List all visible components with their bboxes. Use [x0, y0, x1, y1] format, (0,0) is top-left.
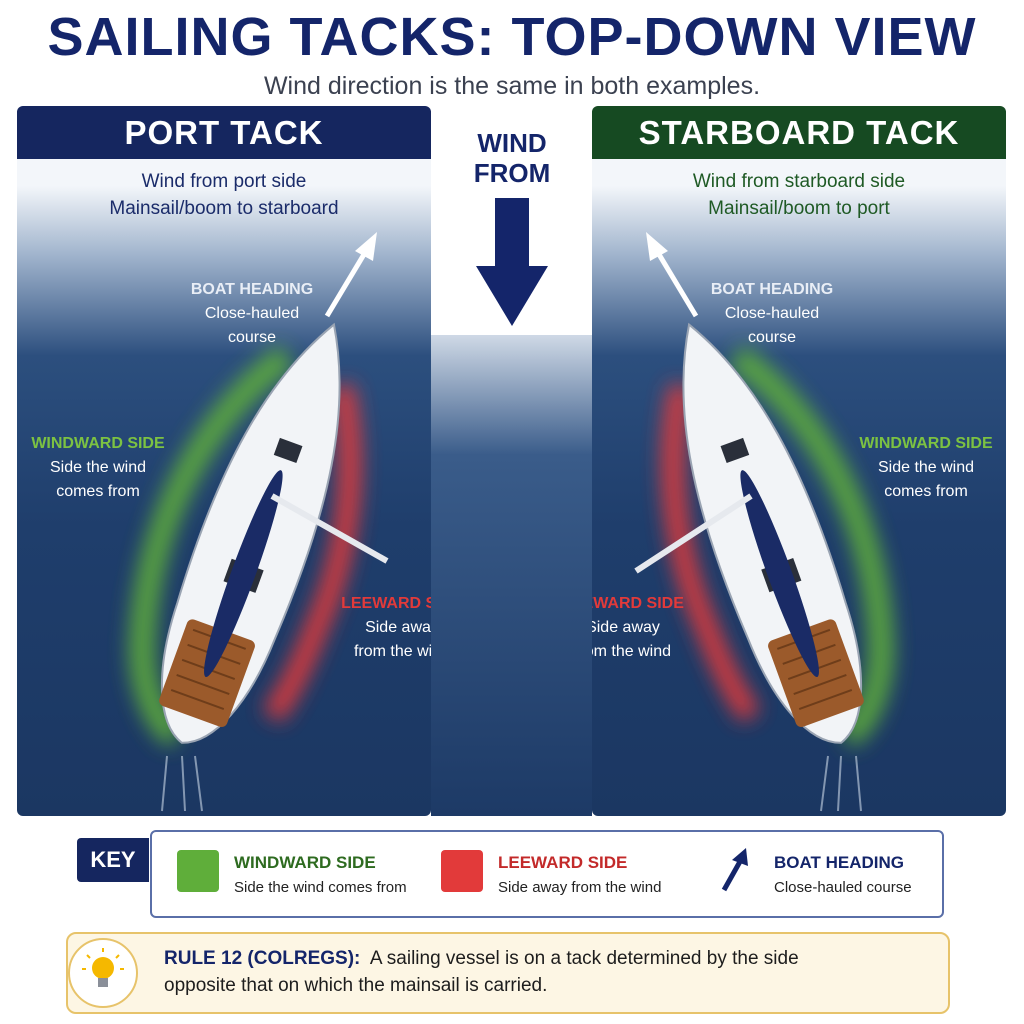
starboard-boom-line: Mainsail/boom to port — [708, 198, 890, 219]
starboard-tack-description: Wind from starboard side Mainsail/boom t… — [592, 168, 1006, 222]
port-tack-header: PORT TACK — [17, 106, 431, 159]
heading-arrow-icon — [646, 232, 668, 261]
port-boat-illustration — [128, 232, 389, 812]
starboard-leeward-glow — [662, 383, 760, 723]
key-legend — [150, 830, 944, 918]
key-windward-title: WINDWARD SIDE — [234, 853, 376, 872]
port-mainsail — [204, 470, 283, 678]
starboard-leeward-label: LEEWARD SIDE Side away from the wind — [592, 595, 684, 660]
starboard-wake — [820, 755, 862, 812]
port-tack-description: Wind from port side Mainsail/boom to sta… — [17, 168, 431, 222]
starboard-boat-illustration — [634, 232, 895, 812]
starboard-windward-glow — [728, 345, 895, 748]
rule-text: RULE 12 (COLREGS): A sailing vessel is o… — [164, 945, 924, 999]
wind-arrow-icon — [476, 198, 548, 326]
starboard-mainsail — [740, 470, 819, 678]
starboard-boom — [634, 493, 753, 574]
starboard-wind-line: Wind from starboard side — [692, 171, 906, 192]
page-title: SAILING TACKS: TOP-DOWN VIEW — [47, 7, 977, 67]
lightbulb-icon — [82, 948, 124, 987]
wind-indicator: WIND FROM — [450, 128, 574, 343]
port-boom — [270, 493, 389, 564]
port-wake — [161, 755, 203, 812]
wind-label-2: FROM — [473, 158, 551, 188]
heading-arrow-icon — [355, 232, 377, 261]
starboard-heading-label: BOAT HEADING Close-hauled course — [710, 281, 834, 346]
rule-icon-circle — [68, 938, 138, 1008]
rule-title: RULE 12 (COLREGS): — [164, 948, 361, 969]
port-wind-line: Wind from port side — [141, 171, 307, 192]
key-leeward-title: LEEWARD SIDE — [498, 853, 628, 872]
starboard-heading-line — [651, 244, 699, 318]
rule-text-line1: A sailing vessel is on a tack determined… — [369, 948, 799, 969]
port-leeward-label: LEEWARD SIDE Side away from the wind — [341, 595, 431, 660]
key-leeward-desc: Side away from the wind — [498, 879, 662, 896]
key-label: KEY — [77, 838, 149, 882]
rule-callout — [66, 932, 950, 1014]
starboard-windward-label: WINDWARD SIDE Side the wind comes from — [859, 435, 993, 500]
port-windward-label: WINDWARD SIDE Side the wind comes from — [31, 435, 165, 500]
port-boom-line: Mainsail/boom to starboard — [109, 198, 339, 219]
port-heading-label: BOAT HEADING Close-hauled course — [190, 281, 314, 346]
starboard-tack-panel: STARBOARD TACK Wind from starboard side … — [592, 106, 1006, 816]
key-heading-title: BOAT HEADING — [774, 853, 905, 872]
port-leeward-glow — [263, 383, 361, 723]
key-heading-desc: Close-hauled course — [774, 879, 912, 896]
key-windward-swatch — [177, 850, 219, 892]
port-windward-glow — [128, 345, 295, 748]
port-tack-panel: PORT TACK Wind from port side Mainsail/b… — [17, 106, 431, 816]
heading-arrow-icon — [721, 848, 748, 892]
wind-label-1: WIND — [477, 128, 547, 158]
key-leeward-swatch — [441, 850, 483, 892]
page-subtitle: Wind direction is the same in both examp… — [263, 72, 761, 100]
rule-text-line2: opposite that on which the mainsail is c… — [164, 975, 548, 996]
starboard-tack-header: STARBOARD TACK — [592, 106, 1006, 159]
key-windward-desc: Side the wind comes from — [234, 879, 407, 896]
port-heading-line — [324, 244, 372, 318]
center-water — [431, 335, 592, 816]
